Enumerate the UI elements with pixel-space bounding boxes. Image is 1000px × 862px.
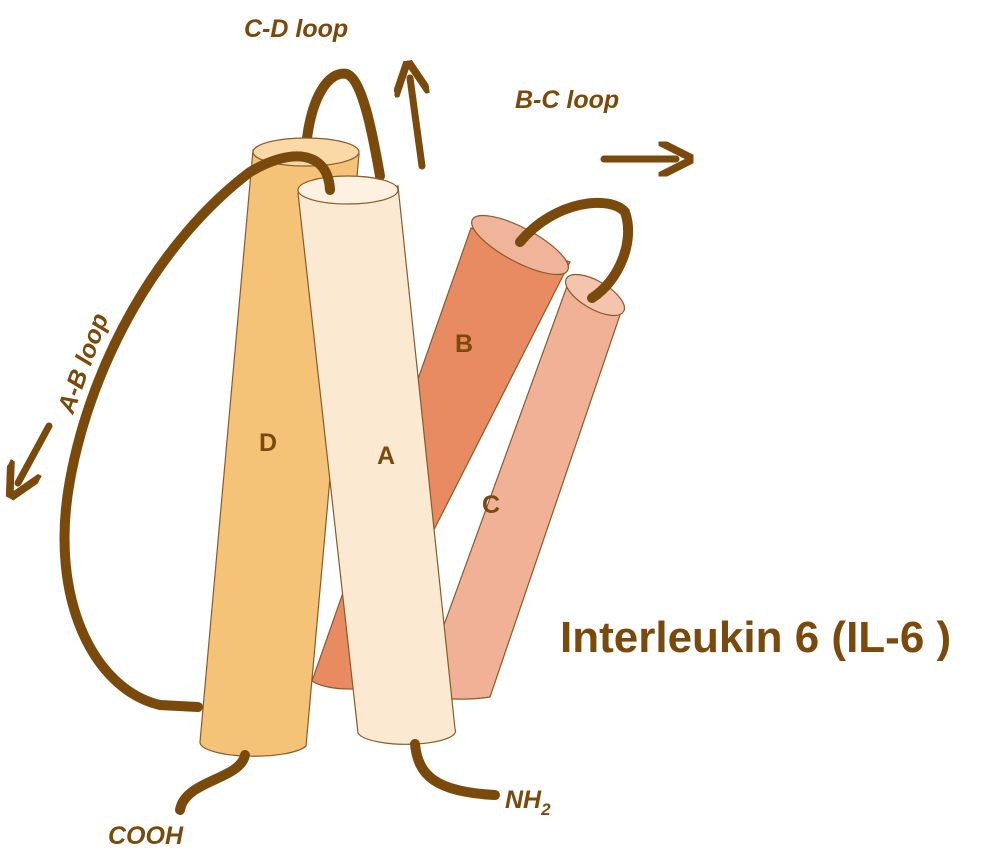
left-down-arrow	[18, 422, 53, 483]
up-arrow	[410, 78, 422, 170]
ab-loop-connector	[59, 151, 335, 712]
cd-loop-label: C-D loop	[244, 15, 348, 43]
n-terminus-label: NH2	[505, 786, 551, 819]
diagram-title: Interleukin 6 (IL-6 )	[560, 613, 951, 662]
helix-d-label: D	[259, 429, 277, 457]
bc-loop-label: B-C loop	[515, 86, 619, 114]
helix-a	[297, 175, 457, 745]
helix-a-label: A	[377, 442, 395, 470]
c-terminus-label: COOH	[108, 822, 184, 850]
helix-c-label: C	[482, 491, 500, 519]
helix-b-label: B	[455, 330, 473, 358]
bc-loop-connector	[515, 197, 634, 303]
n-terminus-tail	[410, 739, 500, 800]
n-terminus-subscript: 2	[540, 800, 551, 819]
c-terminus-tail	[175, 750, 250, 815]
cd-loop-connector	[300, 68, 385, 181]
n-terminus-base: NH	[505, 786, 542, 814]
